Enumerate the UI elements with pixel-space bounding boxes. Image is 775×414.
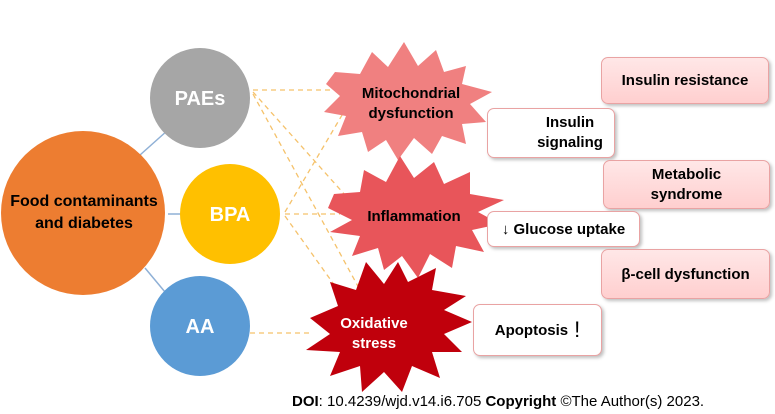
copyright-value: ©The Author(s) 2023. [556, 393, 705, 410]
insulin-resistance-box: Insulin resistance [601, 57, 769, 104]
starburst-oxidative [306, 262, 472, 392]
node-aa [150, 276, 250, 376]
starburst-inflammation [328, 156, 504, 278]
metabolic-syndrome-box: Metabolic syndrome [603, 160, 770, 209]
footer-citation: DOI: 10.4239/wjd.v14.i6.705 Copyright ©T… [292, 393, 704, 410]
apoptosis-box: Apoptosis ! [473, 304, 602, 356]
center-node [1, 131, 165, 295]
dashed-connectors [250, 89, 361, 334]
center-label: Food contaminants and diabetes [10, 193, 158, 232]
doi-label: DOI [292, 393, 319, 410]
aa-label: AA [185, 315, 215, 338]
link-center-paes [139, 129, 169, 156]
beta-cell-dysfunction-box: β-cell dysfunction [601, 249, 770, 299]
inflammation-label: Inflammation [367, 207, 461, 225]
glucose-uptake-box: ↓ Glucose uptake [487, 211, 640, 247]
insulin-signaling-label: Insulin signaling [537, 114, 603, 151]
connector-paes-oxid [252, 93, 361, 291]
apoptosis-label: Apoptosis [494, 321, 569, 339]
copyright-label: Copyright [485, 393, 557, 410]
insulin-signaling-box: Insulin signaling [487, 108, 615, 158]
oxidative-label: Oxidative stress [340, 315, 408, 352]
node-bpa [180, 164, 280, 264]
paes-label: PAEs [174, 87, 226, 110]
doi-value: : 10.4239/wjd.v14.i6.705 [318, 393, 486, 410]
connector-bpa-mito [284, 109, 346, 213]
node-paes [150, 48, 250, 148]
apoptosis-mark: ! [574, 317, 581, 342]
starburst-mitochondrial [324, 42, 492, 160]
mitochondrial-label: Mitochondrial dysfunction [361, 85, 461, 122]
bpa-label: BPA [209, 203, 251, 226]
